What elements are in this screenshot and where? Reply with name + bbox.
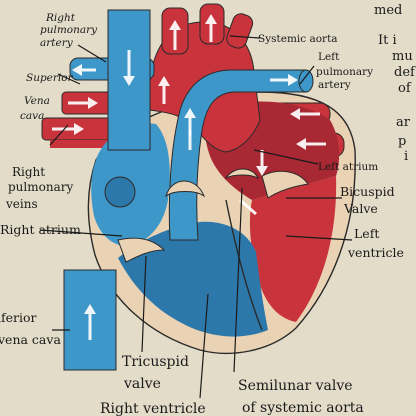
left-pulmonary-artery-end xyxy=(298,69,314,93)
svg-text:artery: artery xyxy=(318,79,351,91)
svg-text:veins: veins xyxy=(5,197,38,211)
bicuspid-valve xyxy=(261,170,309,199)
septum xyxy=(225,199,263,331)
semilunar-valve-aorta xyxy=(224,168,260,180)
label-tricuspid-valve: Tricuspid valve xyxy=(122,354,189,392)
svg-text:Semilunar valve: Semilunar valve xyxy=(238,378,353,394)
svg-text:def: def xyxy=(394,65,416,80)
label-right-pulmonary-artery: Right pulmonary artery xyxy=(40,12,98,49)
svg-text:Tricuspid: Tricuspid xyxy=(122,354,189,370)
svg-text:Vena: Vena xyxy=(24,95,50,107)
label-left-ventricle: Left ventricle xyxy=(347,226,404,260)
svg-text:ventricle: ventricle xyxy=(347,245,404,260)
svg-text:cava: cava xyxy=(20,110,44,122)
label-left-pulmonary-artery: Left pulmonary artery xyxy=(316,51,373,91)
svg-text:pulmonary: pulmonary xyxy=(40,24,98,36)
svg-text:of: of xyxy=(398,81,412,96)
label-right-pulmonary-veins: Right pulmonary veins xyxy=(5,165,73,211)
label-bicuspid-valve: Bicuspid Valve xyxy=(340,184,395,216)
label-superior-vena-cava: Superior Vena cava xyxy=(20,72,74,122)
svg-text:of systemic aorta: of systemic aorta xyxy=(242,400,364,416)
tricuspid-valve xyxy=(104,176,166,263)
label-systemic-aorta: Systemic aorta xyxy=(258,33,338,45)
svg-text:Bicuspid: Bicuspid xyxy=(340,184,395,199)
svg-text:i: i xyxy=(404,149,408,164)
svg-text:Inferior: Inferior xyxy=(0,310,37,325)
svg-text:Right: Right xyxy=(45,12,76,24)
svg-text:pulmonary: pulmonary xyxy=(8,180,73,194)
aorta-branch-3 xyxy=(226,13,254,49)
page-text-right: It i mu def of ar p i xyxy=(378,33,416,164)
svg-text:ar: ar xyxy=(396,115,411,130)
label-right-atrium: Right atrium xyxy=(0,222,81,237)
svg-text:pulmonary: pulmonary xyxy=(316,66,373,78)
svg-text:mu: mu xyxy=(392,49,413,64)
svg-text:Left: Left xyxy=(354,226,379,241)
label-left-atrium: Left atrium xyxy=(318,161,378,173)
page-text-top: med xyxy=(374,3,402,18)
svg-text:p: p xyxy=(398,134,406,149)
label-semilunar-valve: Semilunar valve of systemic aorta xyxy=(238,378,364,416)
svg-text:Valve: Valve xyxy=(343,201,378,216)
leader-lines xyxy=(39,35,353,399)
label-right-ventricle: Right ventricle xyxy=(100,401,206,416)
label-inferior-vena-cava: Inferior vena cava xyxy=(0,310,61,347)
svg-text:Superior: Superior xyxy=(26,72,74,84)
svg-text:Left: Left xyxy=(318,51,340,63)
svg-text:Right: Right xyxy=(12,165,45,179)
flow-arrows xyxy=(52,14,326,340)
pulmonary-valve xyxy=(165,180,206,198)
left-ventricle xyxy=(249,176,337,322)
svg-text:vena cava: vena cava xyxy=(0,332,61,347)
svg-text:valve: valve xyxy=(123,376,161,392)
svg-text:It i: It i xyxy=(378,33,397,48)
svg-text:artery: artery xyxy=(40,37,74,49)
